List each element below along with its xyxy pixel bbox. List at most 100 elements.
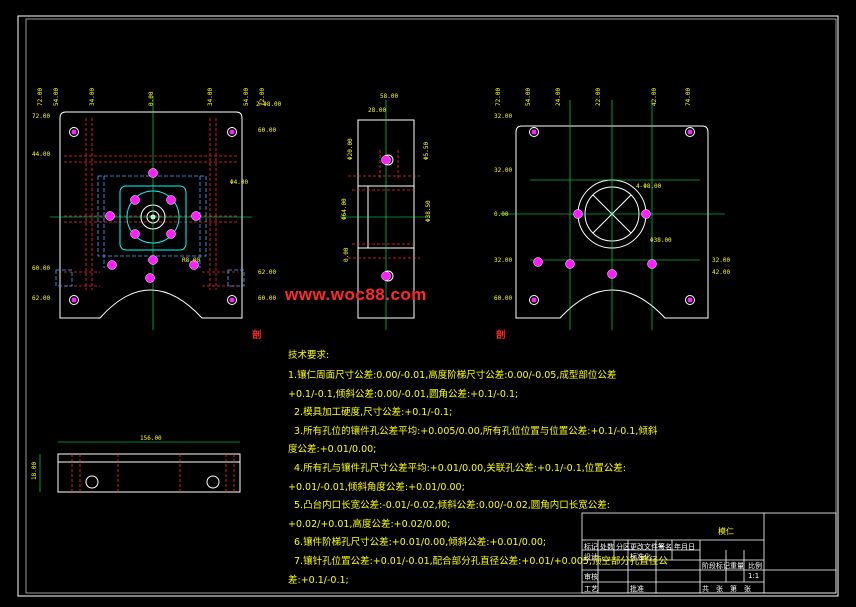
note-line: 5.凸台内口长宽公差:-0.01/-0.02,倾斜公差:0.00/-0.02,圆… xyxy=(294,500,611,512)
front-view xyxy=(50,96,252,330)
pin-hole xyxy=(145,273,155,283)
side-left-dim: Φ64.00 xyxy=(341,198,348,220)
pin-hole xyxy=(130,195,140,205)
back-top-dim: 24.00 xyxy=(555,88,562,106)
front-right-dim: 62.00 xyxy=(258,269,276,276)
title-header-cell: 处数 xyxy=(600,543,614,551)
pin-hole xyxy=(107,260,117,270)
front-right-dim: 60.00 xyxy=(258,295,276,302)
pin-hole xyxy=(105,211,115,221)
bottom-view xyxy=(39,441,241,493)
back-callout: Φ38.00 xyxy=(650,237,672,244)
sheet-cell: 第 xyxy=(730,585,737,593)
side-left-dim: 0.00 xyxy=(343,247,350,262)
bottom-width-dim: 156.00 xyxy=(140,435,162,442)
title-header-cell: 签名 xyxy=(658,543,672,551)
front-left-dim: 44.00 xyxy=(32,151,50,158)
screw-hole xyxy=(529,127,539,137)
front-centerlines xyxy=(50,96,252,330)
back-left-dim: 0.00 xyxy=(494,211,509,218)
title-row-cell: 审核 xyxy=(584,573,598,581)
note-line: 2.模具加工硬度,尺寸公差:+0.1/-0.1; xyxy=(294,407,453,419)
title-header-cell: 标记 xyxy=(584,543,598,551)
part-name: 模仁 xyxy=(718,527,734,536)
inner-frame xyxy=(25,18,837,594)
pin-hole xyxy=(148,168,158,178)
screw-hole xyxy=(227,295,237,305)
screw-hole-core xyxy=(531,297,537,303)
front-view-label: 剖 xyxy=(252,330,262,341)
sheet-cell: 张 xyxy=(744,585,751,593)
side-right-dim: Φ38.50 xyxy=(425,200,432,222)
title-right-header: 重量 xyxy=(730,562,744,570)
screw-hole-core xyxy=(531,129,537,135)
back-left-dim: 60.00 xyxy=(494,295,512,302)
screw-hole xyxy=(685,127,695,137)
side-top-dim: 58.00 xyxy=(380,93,398,100)
title-header-cell: 分区 xyxy=(616,543,630,551)
note-line: +0.1/-0.1,倾斜公差:0.00/-0.01,圆角公差:+0.1/-0.1… xyxy=(288,388,519,400)
front-left-dim: 60.00 xyxy=(32,265,50,272)
front-top-dim: 72.00 xyxy=(259,88,266,106)
side-top-dim: 28.00 xyxy=(368,107,386,114)
screw-hole-core xyxy=(71,297,77,303)
pin-hole xyxy=(647,259,657,269)
note-line: 4.所有孔与镶件孔尺寸公差平均:+0.01/0.00,关联孔公差:+0.1/-0… xyxy=(294,463,626,474)
bottom-height-dim: 18.00 xyxy=(31,462,38,480)
scale-value: 1:1 xyxy=(748,572,760,580)
title-header-cell: 更改文件号 xyxy=(630,543,665,551)
bottom-hidden-lines xyxy=(71,454,235,492)
screw-hole xyxy=(69,295,79,305)
screw-hole-core xyxy=(229,297,235,303)
back-callout: 4-Φ8.00 xyxy=(636,183,662,190)
note-line: 1.镶仁周面尺寸公差:0.00/-0.01,高度阶梯尺寸公差:0.00/-0.0… xyxy=(288,370,617,381)
title-row-cell: 工艺 xyxy=(584,585,598,593)
pin-hole xyxy=(148,255,158,265)
front-left-dim: 72.00 xyxy=(32,113,50,120)
note-line: 6.镶件阶梯孔尺寸公差:+0.01/0.00,倾斜公差:+0.01/0.00; xyxy=(294,537,547,549)
sheet-cell: 共 xyxy=(702,585,709,593)
back-left-dim: 32.00 xyxy=(494,167,512,174)
screw-hole xyxy=(227,127,237,137)
front-callout: Φ4.00 xyxy=(230,179,248,186)
pin-hole xyxy=(565,259,575,269)
back-top-dim: 22.00 xyxy=(595,88,602,106)
pin-hole xyxy=(166,229,176,239)
title-right-header: 比例 xyxy=(748,562,762,570)
pin-hole xyxy=(641,209,651,219)
holes-layer xyxy=(69,127,695,305)
note-line: 7.镶针孔位置公差:+0.01/-0.01,配合部分孔直径公差:+0.01/+0… xyxy=(294,556,668,567)
pin-hole xyxy=(607,269,617,279)
back-left-dim: 32.00 xyxy=(494,113,512,120)
back-centerlines xyxy=(500,100,725,330)
title-right-header: 阶段标记 xyxy=(702,562,730,570)
back-top-dim: 74.00 xyxy=(685,88,692,106)
back-right-dim: 32.00 xyxy=(712,257,730,264)
front-outline xyxy=(59,111,243,319)
pin-hole xyxy=(533,257,543,267)
title-row-cell: 设计 xyxy=(584,553,598,561)
pin-hole xyxy=(573,209,583,219)
pin-hole xyxy=(130,229,140,239)
back-top-dim: 42.00 xyxy=(651,88,658,106)
side-hidden-lines xyxy=(348,150,420,259)
front-left-dim: 62.00 xyxy=(32,295,50,302)
side-left-dim: Φ20.00 xyxy=(347,138,354,160)
front-top-dim: 34.00 xyxy=(207,88,214,106)
pin-hole xyxy=(166,195,176,205)
front-right-dim: 60.00 xyxy=(258,127,276,134)
screw-hole xyxy=(529,295,539,305)
side-view xyxy=(340,100,430,330)
front-top-dim: 54.00 xyxy=(53,88,60,106)
screw-hole-core xyxy=(229,129,235,135)
watermark: www.woc88.com xyxy=(285,285,427,304)
notes-title: 技术要求: xyxy=(288,350,330,361)
pin-hole xyxy=(381,271,391,281)
back-right-dim: 42.00 xyxy=(712,269,730,276)
note-line: +0.02/+0.01,高度公差:+0.02/0.00; xyxy=(288,518,451,530)
note-line: 差:+0.1/-0.1; xyxy=(288,574,349,586)
back-top-dim: 54.00 xyxy=(525,88,532,106)
front-top-dim: 54.00 xyxy=(243,88,250,106)
